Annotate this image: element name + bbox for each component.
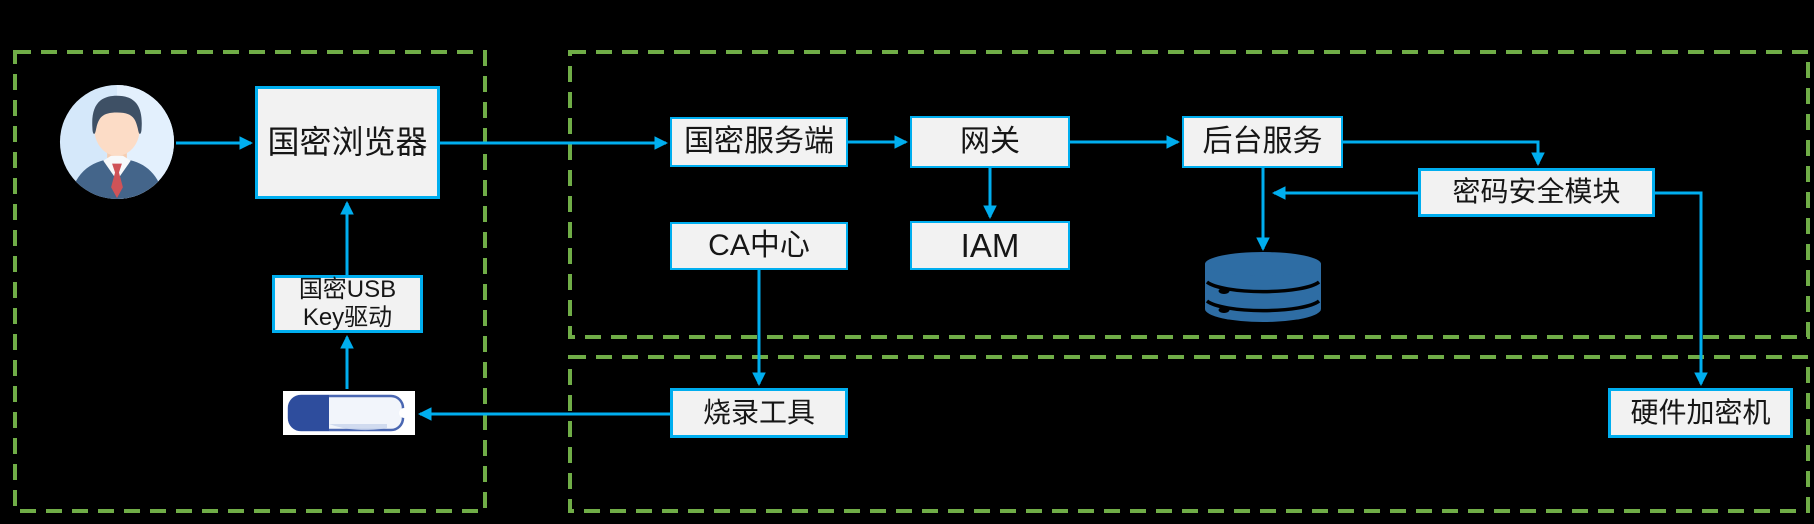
node-usb-key-driver-label-line1: 国密USB [298,276,397,304]
node-ca-center-label: CA中心 [708,228,810,262]
node-iam-label: IAM [960,226,1020,264]
node-hardware-encryptor-label: 硬件加密机 [1630,396,1771,428]
node-burn-tool-label: 烧录工具 [702,396,815,428]
node-gateway-label: 网关 [960,124,1020,158]
user-avatar-icon [58,83,176,201]
node-hardware-encryptor: 硬件加密机 [1608,388,1793,438]
provision-zone-border [568,355,1810,513]
node-browser-label: 国密浏览器 [267,124,428,161]
node-crypto-security-module-label: 密码安全模块 [1452,176,1621,208]
node-browser: 国密浏览器 [255,86,440,199]
client-zone-border [13,50,487,513]
node-gateway: 网关 [910,116,1070,168]
node-crypto-security-module: 密码安全模块 [1418,168,1655,217]
node-backend-service-label: 后台服务 [1202,124,1323,158]
connector-arrows [176,135,1708,421]
arrow-cryptomodule-to-hsm [1655,191,1708,387]
node-burn-tool: 烧录工具 [670,388,848,438]
node-sm-server: 国密服务端 [670,117,848,167]
node-ca-center: CA中心 [670,222,848,270]
database-icon [1203,251,1323,323]
node-usb-key-driver-label-line2: Key驱动 [302,304,393,331]
server-zone-border [568,50,1810,339]
arrow-backend-to-cryptomodule [1343,140,1545,167]
node-sm-server-label: 国密服务端 [684,124,834,158]
node-usb-key-driver: 国密USB Key驱动 [272,275,423,333]
node-backend-service: 后台服务 [1182,116,1343,168]
usb-key-icon [283,391,415,435]
node-iam: IAM [910,221,1070,270]
